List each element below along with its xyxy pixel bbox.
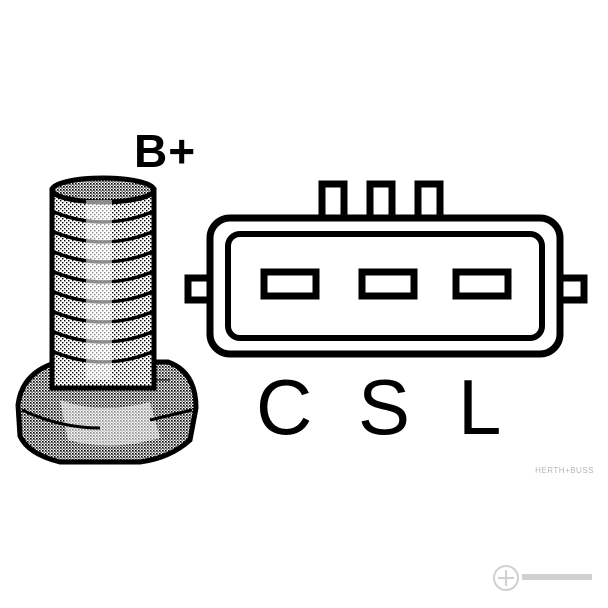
pin-label-c: C xyxy=(256,363,313,451)
pin-label-s: S xyxy=(358,363,411,451)
plug-connector-icon xyxy=(184,180,588,358)
battery-terminal-label: B+ xyxy=(134,125,197,177)
battery-stud-icon xyxy=(15,175,199,465)
brand-logo-icon xyxy=(493,565,592,591)
pin-label-l: L xyxy=(458,363,502,451)
brand-watermark: HERTH+BUSS xyxy=(535,466,594,475)
